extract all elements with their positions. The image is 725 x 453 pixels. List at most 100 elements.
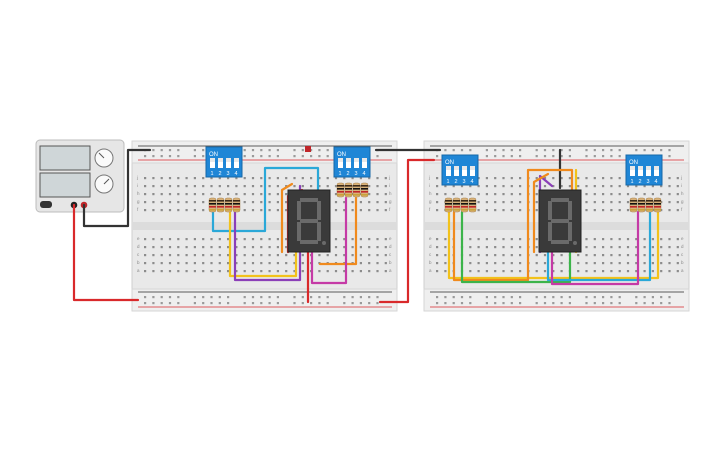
terminal-hole[interactable] — [301, 177, 304, 180]
rail-hole[interactable] — [276, 155, 279, 158]
terminal-hole[interactable] — [243, 177, 246, 180]
terminal-hole[interactable] — [610, 201, 613, 204]
terminal-hole[interactable] — [651, 193, 654, 196]
rail-hole[interactable] — [168, 155, 172, 158]
rail-hole[interactable] — [276, 296, 279, 299]
terminal-hole[interactable] — [560, 177, 563, 180]
terminal-hole[interactable] — [193, 209, 196, 212]
wire-cyan-b1[interactable] — [211, 166, 320, 233]
rail-hole[interactable] — [251, 302, 255, 305]
rail-hole[interactable] — [376, 155, 379, 158]
terminal-hole[interactable] — [585, 209, 588, 212]
rail-hole[interactable] — [326, 155, 329, 158]
terminal-hole[interactable] — [635, 193, 638, 196]
terminal-hole[interactable] — [202, 238, 205, 241]
rail-hole[interactable] — [651, 296, 654, 299]
rail-hole[interactable] — [444, 296, 447, 299]
terminal-hole[interactable] — [193, 201, 196, 204]
terminal-hole[interactable] — [227, 246, 230, 249]
terminal-hole[interactable] — [268, 209, 271, 212]
resistor[interactable] — [352, 182, 361, 198]
terminal-hole[interactable] — [535, 193, 538, 196]
dip-toggle[interactable] — [638, 166, 643, 176]
rail-hole[interactable] — [444, 149, 447, 152]
terminal-hole[interactable] — [676, 193, 679, 196]
terminal-hole[interactable] — [510, 177, 513, 180]
power-switch[interactable] — [40, 201, 52, 208]
terminal-hole[interactable] — [436, 193, 439, 196]
rail-hole[interactable] — [251, 149, 255, 152]
terminal-hole[interactable] — [469, 193, 472, 196]
dip-toggle[interactable] — [630, 166, 635, 176]
terminal-hole[interactable] — [210, 262, 213, 265]
terminal-hole[interactable] — [585, 185, 588, 188]
wire-cyan-b2[interactable] — [546, 210, 652, 282]
terminal-hole[interactable] — [260, 177, 263, 180]
terminal-hole[interactable] — [193, 262, 196, 265]
terminal-hole[interactable] — [144, 254, 147, 257]
terminal-hole[interactable] — [535, 238, 538, 241]
rail-hole[interactable] — [268, 296, 271, 299]
terminal-hole[interactable] — [276, 254, 279, 257]
terminal-hole[interactable] — [152, 185, 155, 188]
terminal-hole[interactable] — [177, 246, 180, 249]
terminal-hole[interactable] — [218, 177, 221, 180]
terminal-hole[interactable] — [243, 201, 246, 204]
terminal-hole[interactable] — [376, 246, 379, 249]
terminal-hole[interactable] — [359, 246, 362, 249]
terminal-hole[interactable] — [626, 254, 630, 257]
terminal-hole[interactable] — [585, 177, 588, 180]
terminal-hole[interactable] — [452, 193, 455, 196]
terminal-hole[interactable] — [494, 246, 497, 249]
terminal-hole[interactable] — [510, 254, 513, 257]
terminal-hole[interactable] — [368, 262, 371, 265]
terminal-hole[interactable] — [168, 246, 172, 249]
terminal-hole[interactable] — [202, 262, 205, 265]
terminal-hole[interactable] — [251, 193, 255, 196]
rail-hole[interactable] — [660, 149, 663, 152]
terminal-hole[interactable] — [310, 177, 313, 180]
terminal-hole[interactable] — [359, 270, 362, 273]
rail-hole[interactable] — [643, 296, 646, 299]
terminal-hole[interactable] — [477, 209, 480, 212]
terminal-hole[interactable] — [152, 262, 155, 265]
terminal-hole[interactable] — [359, 254, 362, 257]
terminal-hole[interactable] — [168, 185, 172, 188]
rail-hole[interactable] — [301, 302, 304, 305]
rail-hole[interactable] — [160, 155, 163, 158]
terminal-hole[interactable] — [585, 262, 588, 265]
terminal-hole[interactable] — [485, 254, 488, 257]
terminal-hole[interactable] — [376, 201, 379, 204]
terminal-hole[interactable] — [235, 246, 238, 249]
terminal-hole[interactable] — [227, 238, 230, 241]
terminal-hole[interactable] — [168, 238, 172, 241]
wire-yellow-b2[interactable] — [447, 210, 660, 280]
rail-hole[interactable] — [293, 302, 296, 305]
dip-toggle[interactable] — [362, 158, 367, 168]
terminal-hole[interactable] — [260, 209, 263, 212]
terminal-hole[interactable] — [477, 177, 480, 180]
terminal-hole[interactable] — [243, 262, 246, 265]
terminal-hole[interactable] — [144, 238, 147, 241]
terminal-hole[interactable] — [260, 185, 263, 188]
terminal-hole[interactable] — [160, 209, 163, 212]
resistor[interactable] — [232, 197, 241, 213]
terminal-hole[interactable] — [485, 177, 488, 180]
terminal-hole[interactable] — [260, 254, 263, 257]
terminal-hole[interactable] — [152, 254, 155, 257]
terminal-hole[interactable] — [444, 185, 447, 188]
terminal-hole[interactable] — [168, 254, 172, 257]
terminal-hole[interactable] — [651, 270, 654, 273]
terminal-hole[interactable] — [668, 185, 671, 188]
dip-toggle[interactable] — [646, 166, 651, 176]
rail-hole[interactable] — [535, 302, 538, 305]
terminal-hole[interactable] — [585, 201, 588, 204]
terminal-hole[interactable] — [585, 193, 588, 196]
terminal-hole[interactable] — [185, 262, 188, 265]
terminal-hole[interactable] — [243, 185, 246, 188]
rail-hole[interactable] — [351, 302, 354, 305]
terminal-hole[interactable] — [251, 185, 255, 188]
terminal-hole[interactable] — [577, 270, 580, 273]
terminal-hole[interactable] — [543, 254, 547, 257]
